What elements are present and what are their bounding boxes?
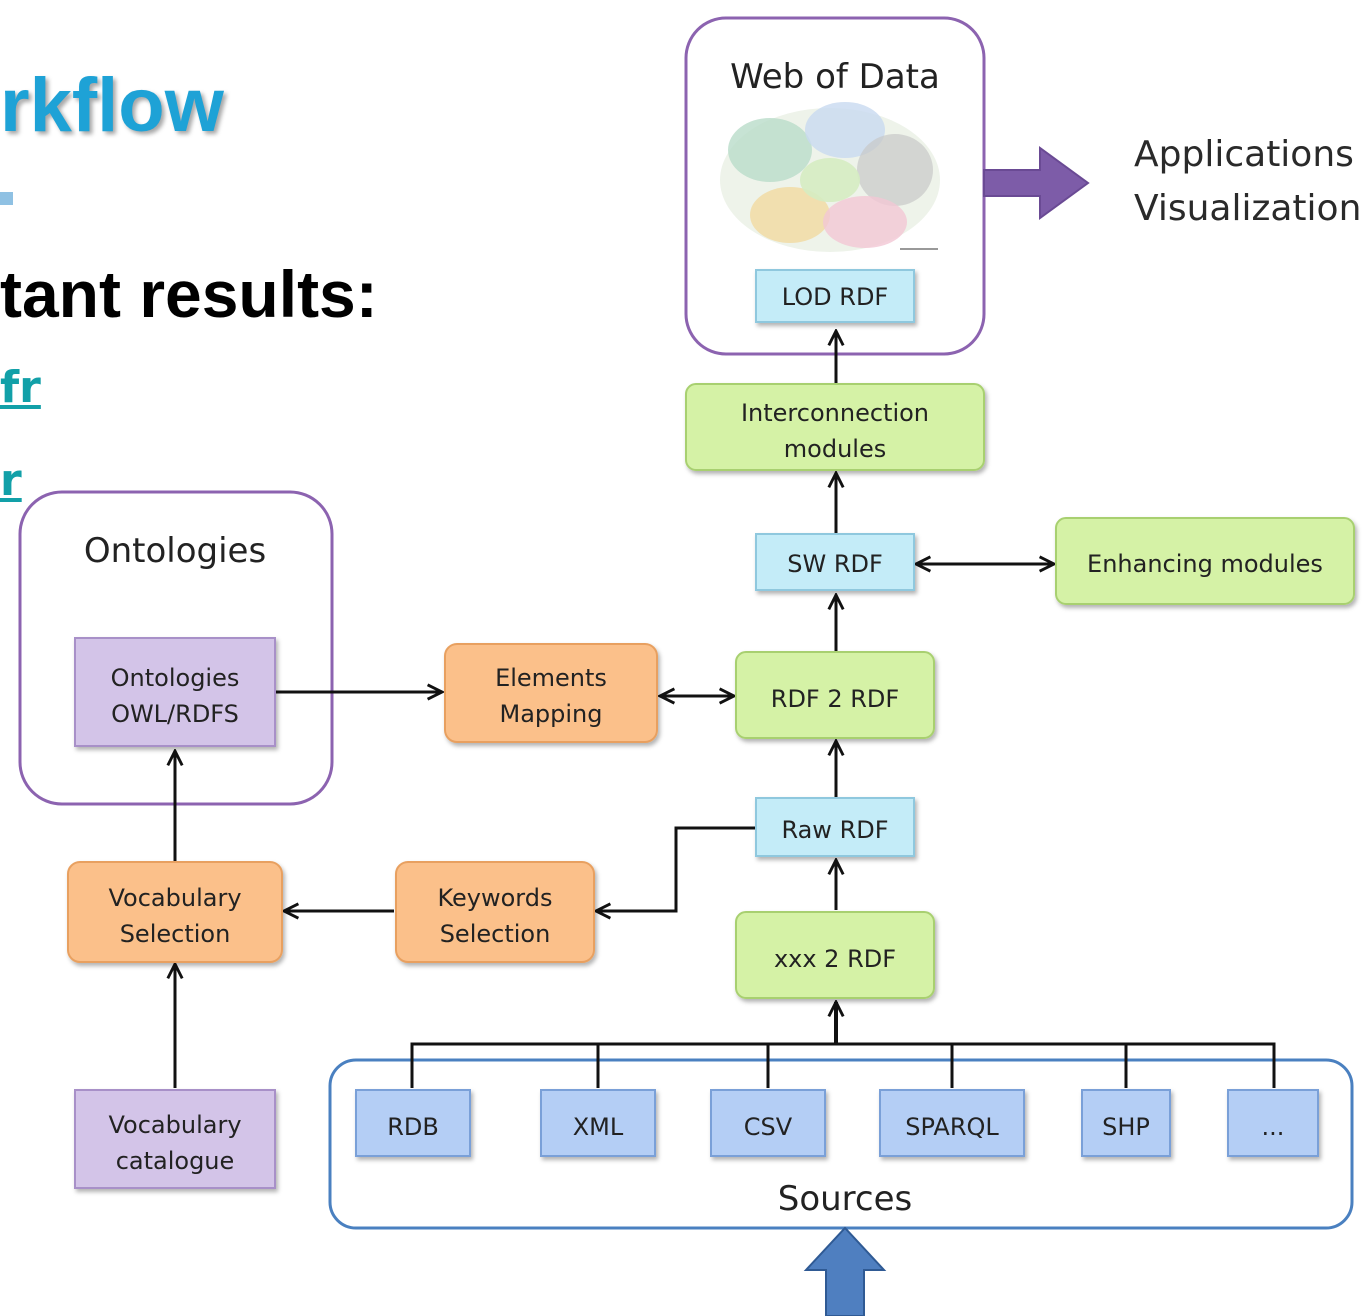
svg-text:RDF 2 RDF: RDF 2 RDF: [771, 685, 899, 713]
ontologies-group-label: Ontologies: [84, 531, 266, 571]
lod-cloud-image: [720, 102, 940, 252]
svg-text:Vocabulary: Vocabulary: [108, 884, 241, 912]
svg-text:Interconnection: Interconnection: [741, 399, 929, 427]
svg-text:...: ...: [1262, 1113, 1285, 1141]
svg-text:LOD RDF: LOD RDF: [782, 283, 888, 311]
connectors: [175, 331, 1276, 1088]
web-of-data-label: Web of Data: [730, 57, 940, 97]
node-rdf-2-rdf: RDF 2 RDF: [735, 651, 935, 739]
node-vocabulary-selection: Vocabulary Selection: [67, 861, 283, 963]
slide-title-fragment: rkflow: [0, 63, 224, 148]
sources-group-label: Sources: [778, 1179, 913, 1219]
source-xml: XML: [540, 1089, 656, 1157]
node-interconnection-modules: Interconnection modules: [685, 383, 985, 471]
output-arrow: [983, 146, 1090, 220]
svg-text:OWL/RDFS: OWL/RDFS: [111, 700, 239, 728]
svg-text:Enhancing modules: Enhancing modules: [1087, 550, 1323, 578]
svg-text:SW RDF: SW RDF: [787, 550, 883, 578]
node-elements-mapping: Elements Mapping: [444, 643, 658, 743]
svg-text:CSV: CSV: [744, 1113, 793, 1141]
svg-text:Vocabulary: Vocabulary: [108, 1111, 241, 1139]
node-ontologies-owl-rdfs: Ontologies OWL/RDFS: [74, 637, 276, 747]
node-lod-rdf: LOD RDF: [755, 269, 915, 323]
source-csv: CSV: [710, 1089, 826, 1157]
source-bus: [410, 1042, 1276, 1088]
svg-text:modules: modules: [784, 435, 886, 463]
source-rdb: RDB: [355, 1089, 471, 1157]
bullet-marker: [0, 192, 13, 205]
output-visualization: Visualization: [1134, 188, 1362, 229]
node-xxx-2-rdf: xxx 2 RDF: [735, 911, 935, 999]
source-more: ...: [1227, 1089, 1319, 1157]
link-fragment-2[interactable]: r: [0, 455, 22, 506]
svg-text:SPARQL: SPARQL: [905, 1113, 999, 1141]
svg-text:Elements: Elements: [495, 664, 607, 692]
svg-text:Mapping: Mapping: [500, 700, 603, 728]
svg-text:Keywords: Keywords: [437, 884, 552, 912]
svg-text:Selection: Selection: [120, 920, 231, 948]
svg-text:Selection: Selection: [440, 920, 551, 948]
svg-text:RDB: RDB: [387, 1113, 439, 1141]
source-shp: SHP: [1081, 1089, 1171, 1157]
svg-text:Raw RDF: Raw RDF: [781, 816, 888, 844]
node-enhancing-modules: Enhancing modules: [1055, 517, 1355, 605]
node-raw-rdf: Raw RDF: [755, 797, 915, 857]
sources-group: Sources: [328, 1058, 1354, 1230]
source-sparql: SPARQL: [879, 1089, 1025, 1157]
svg-text:catalogue: catalogue: [116, 1147, 235, 1175]
svg-text:xxx 2 RDF: xxx 2 RDF: [774, 945, 896, 973]
slide-subtitle-fragment: tant results:: [0, 257, 378, 331]
svg-text:SHP: SHP: [1102, 1113, 1150, 1141]
output-applications: Applications: [1134, 134, 1354, 175]
svg-text:Ontologies: Ontologies: [111, 664, 240, 692]
link-fragment-1[interactable]: fr: [0, 362, 41, 413]
node-sw-rdf: SW RDF: [755, 533, 915, 591]
arrow-rawrdf-to-keywords: [596, 826, 756, 911]
node-keywords-selection: Keywords Selection: [395, 861, 595, 963]
node-vocabulary-catalogue: Vocabulary catalogue: [74, 1089, 276, 1189]
input-arrow: [803, 1226, 887, 1316]
svg-text:XML: XML: [573, 1113, 624, 1141]
